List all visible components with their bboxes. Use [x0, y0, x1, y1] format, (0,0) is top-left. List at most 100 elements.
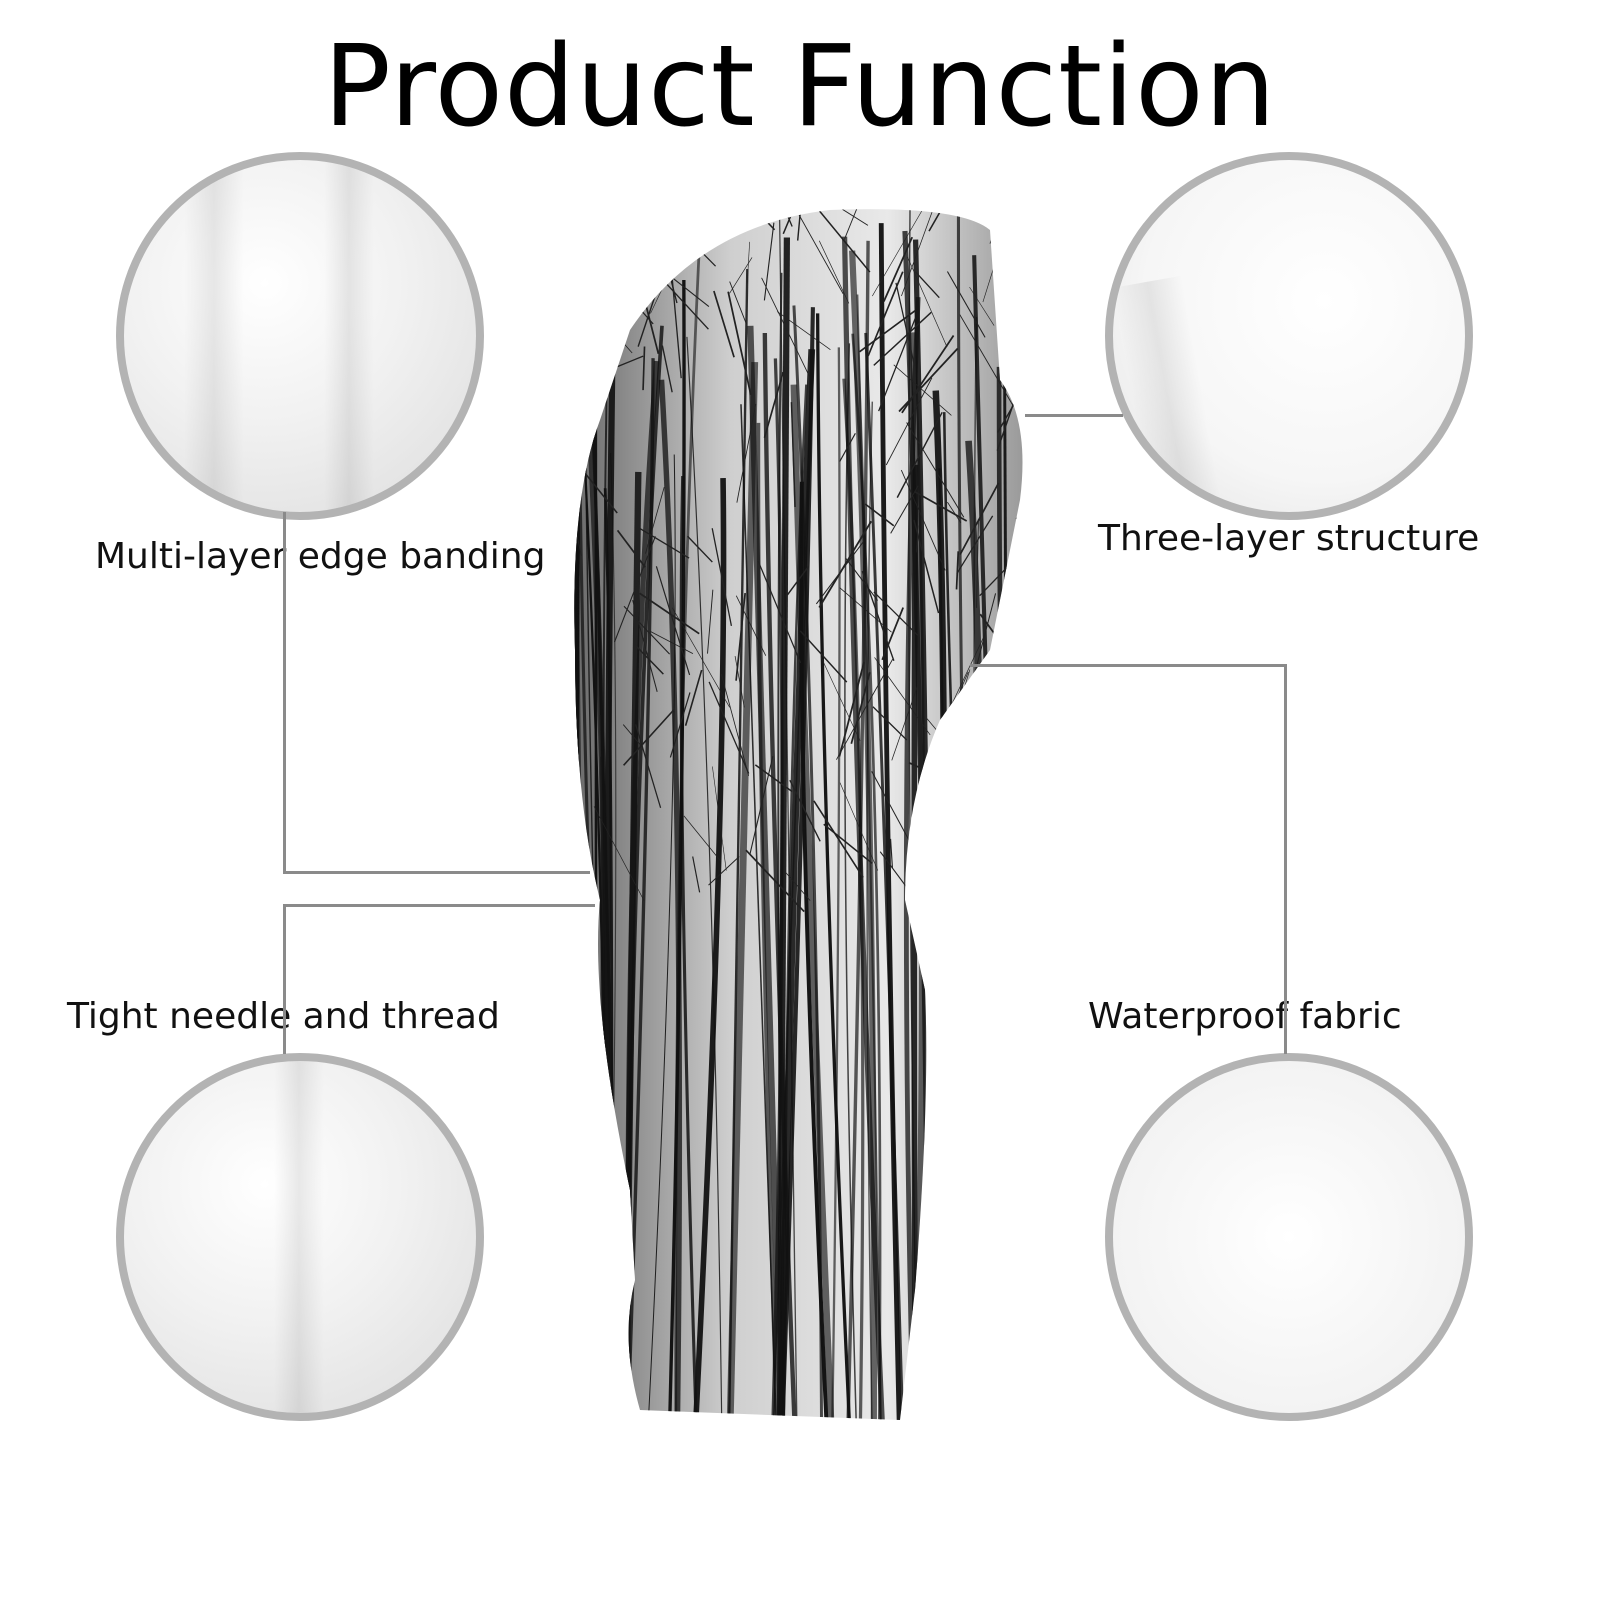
tree-branch: [734, 656, 745, 708]
tree-branch: [809, 209, 869, 226]
tree-branch: [671, 278, 682, 379]
tree-trunk: [574, 429, 583, 1421]
tree-branch: [901, 209, 935, 297]
tree-branch: [928, 209, 963, 232]
tree-branch: [896, 411, 943, 498]
tree-trunk: [792, 305, 824, 1421]
connector-line: [283, 512, 286, 874]
tree-branch: [836, 659, 893, 760]
tree-branch: [809, 209, 871, 273]
tree-trunk: [815, 313, 853, 1421]
tree-branch: [969, 286, 995, 326]
tree-branch: [763, 371, 785, 438]
tree-branch: [949, 705, 965, 797]
tree-branch: [642, 346, 646, 391]
tree-branch: [634, 209, 671, 232]
tree-branch: [712, 766, 727, 871]
tree-branch: [639, 592, 700, 635]
tree-branch: [1014, 659, 1023, 743]
tree-branch: [574, 346, 582, 442]
tree-trunk: [782, 384, 808, 1421]
tree-branch: [736, 403, 757, 503]
tree-branch: [796, 209, 807, 241]
tree-branch: [994, 209, 1006, 226]
tree-trunk: [864, 332, 905, 1421]
tree-branch: [959, 482, 1000, 555]
tree-branch: [920, 834, 936, 898]
tree-trunk: [674, 249, 701, 1421]
tree-branch: [635, 724, 662, 808]
tree-branch: [906, 422, 965, 518]
connector-line: [283, 871, 590, 874]
tree-branch: [1004, 738, 1023, 780]
tree-branch: [749, 755, 774, 855]
tree-branch: [711, 528, 733, 627]
tree-branch: [636, 526, 690, 559]
tree-branch: [858, 309, 916, 353]
tree-branch: [720, 673, 750, 776]
tree-branch: [818, 240, 850, 304]
tree-branch: [661, 345, 673, 393]
detail-circle-needle-thread: [116, 1053, 484, 1421]
tree-branch: [751, 209, 793, 227]
tree-branch: [574, 440, 618, 514]
label-waterproof-fabric: Waterproof fabric: [1088, 996, 1402, 1037]
tree-branch: [823, 823, 873, 864]
tree-branch: [961, 209, 1012, 225]
tree-branch: [616, 529, 646, 568]
tree-branch: [913, 519, 940, 614]
tree-trunk: [679, 476, 699, 1421]
tree-branch: [818, 520, 872, 608]
tree-branch: [838, 661, 865, 757]
tree-branch: [633, 643, 664, 675]
tree-trunk: [646, 454, 676, 1421]
tree-branch: [660, 224, 707, 257]
tree-branch: [873, 591, 919, 636]
tree-branch: [574, 309, 612, 376]
tree-branch: [881, 607, 904, 661]
tree-branch: [926, 718, 980, 781]
tree-branch: [947, 501, 962, 524]
tree-branch: [593, 209, 647, 242]
tree-branch: [574, 245, 588, 312]
tree-branch: [895, 282, 916, 367]
tree-branch: [761, 277, 810, 377]
tree-branch: [1000, 209, 1005, 294]
connector-line: [970, 664, 1287, 667]
tree-branch: [989, 209, 1023, 244]
tree-branch: [683, 815, 721, 862]
tree-branch: [664, 282, 709, 330]
tree-branch: [914, 271, 940, 299]
tree-branch: [864, 503, 895, 527]
tree-branch: [596, 209, 655, 246]
tree-branch: [883, 236, 914, 302]
tree-branch: [623, 605, 671, 655]
tree-branch: [645, 486, 665, 554]
tree-trunk: [790, 384, 836, 1421]
connector-line: [1025, 414, 1123, 417]
tree-branch: [916, 525, 919, 553]
tree-branch: [953, 752, 992, 843]
tree-trunk: [747, 325, 785, 1421]
tree-branch: [889, 838, 894, 869]
tree-trunk: [908, 209, 919, 1421]
tree-trunk: [574, 301, 580, 1421]
tree-branch: [613, 536, 656, 643]
tree-branch: [839, 782, 879, 871]
tree-branch: [655, 566, 691, 676]
tree-branch: [574, 225, 623, 315]
page-title: Product Function: [323, 22, 1277, 152]
tree-branch: [754, 764, 793, 793]
tree-branch: [692, 856, 701, 893]
tree-branch: [843, 209, 858, 240]
tree-branch: [623, 708, 676, 766]
tree-branch: [735, 595, 767, 656]
tree-branch: [872, 706, 908, 741]
tree-trunk: [574, 226, 582, 1421]
tree-branch: [650, 236, 663, 287]
tree-branch: [729, 257, 753, 294]
tree-branch: [789, 779, 821, 842]
tree-branch: [669, 692, 691, 758]
detail-circle-waterproof: [1105, 1053, 1473, 1421]
